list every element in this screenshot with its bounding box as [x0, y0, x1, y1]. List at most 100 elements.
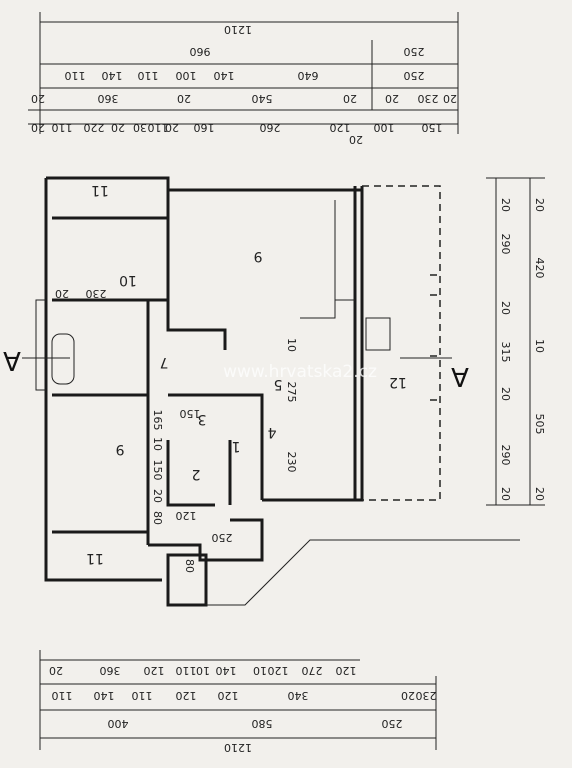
section-mark-left: A: [3, 345, 21, 375]
dim-bottom-r1-a: 20: [49, 664, 63, 677]
interior-dimensions: 230 20 10 275 230 150 165 10 150 20 80 1…: [55, 287, 298, 573]
dim-int-n: 80: [183, 559, 196, 573]
dim-top-r4-h: 20: [443, 92, 457, 105]
dim-top-r4-b: 360: [98, 92, 119, 105]
dim-top-r3-e: 140: [214, 69, 235, 82]
dim-bottom-r2-d: 120: [176, 689, 197, 702]
dim-top-r5-b: 110: [52, 121, 73, 134]
dim-bottom-r2-g: 20: [401, 689, 415, 702]
room-12: 12: [389, 374, 407, 390]
dim-right-c1-d: 315: [499, 342, 512, 363]
dim-bottom-r1-f: 140: [216, 664, 237, 677]
room-labels: 11 10 9 12 9 11 1 2 3 4 5 7: [86, 182, 407, 566]
dim-top-r5-d: 20: [111, 121, 125, 134]
dim-top-total: 1210: [224, 23, 252, 36]
dim-top-r3-f: 640: [298, 69, 319, 82]
dim-right-c1-b: 290: [499, 234, 512, 255]
walls: [35, 176, 520, 607]
dim-bottom-r2-e: 120: [218, 689, 239, 702]
dim-bottom-r1-g: 10: [253, 664, 267, 677]
dim-bottom-r1-b: 360: [100, 664, 121, 677]
room-9-left: 9: [116, 441, 125, 457]
dim-int-m: 250: [212, 531, 233, 544]
room-2: 2: [192, 466, 201, 482]
room-10: 10: [119, 272, 137, 288]
dim-top-r4-a: 20: [31, 92, 45, 105]
dim-top-r3-a: 110: [65, 69, 86, 82]
dim-bottom-r2-b: 140: [94, 689, 115, 702]
dim-top-r2-a: 960: [190, 45, 211, 58]
dim-top-r5-l: 100: [374, 121, 395, 134]
section-mark-right: A: [451, 361, 469, 391]
dim-top-r5-c: 220: [84, 121, 105, 134]
dim-int-i: 150: [151, 460, 164, 481]
room-11-top: 11: [91, 182, 109, 198]
dim-int-f: 150: [180, 407, 201, 420]
right-dimensions: 20 290 20 315 20 290 20 20 420 10 505 20: [486, 177, 546, 506]
dim-top-r3-d: 100: [176, 69, 197, 82]
dim-top-r4-e: 20: [343, 92, 357, 105]
dim-int-j: 20: [151, 489, 164, 503]
dim-int-c: 10: [285, 338, 298, 352]
dim-top-r3-b: 140: [102, 69, 123, 82]
dim-right-c1-f: 290: [499, 445, 512, 466]
room-5: 5: [274, 376, 283, 392]
dim-bottom-r2-c: 110: [132, 689, 153, 702]
section-marks: A A: [3, 345, 469, 391]
top-dimensions: 1210 960 250 110 140 110 100 140 640 250…: [28, 12, 459, 146]
dim-top-r3-g: 250: [404, 69, 425, 82]
dim-bottom-total: 1210: [224, 741, 252, 754]
room-11-bottom: 11: [86, 550, 104, 566]
room-1: 1: [232, 438, 241, 454]
dim-bottom-r2-a: 110: [52, 689, 73, 702]
dim-top-r4-d: 540: [252, 92, 273, 105]
dim-int-d: 275: [285, 382, 298, 403]
dim-int-g: 165: [151, 410, 164, 431]
dim-top-r5-g: 20: [165, 121, 179, 134]
dim-right-c2-c: 10: [533, 339, 546, 353]
dim-top-r4-g: 230: [418, 92, 439, 105]
dim-top-r3-c: 110: [138, 69, 159, 82]
dim-top-r5-j: 120: [330, 121, 351, 134]
dim-right-c1-g: 20: [499, 487, 512, 501]
watermark: www.hrvatska2.cz: [223, 362, 377, 382]
dim-bottom-r1-c: 120: [144, 664, 165, 677]
dim-int-l: 120: [176, 509, 197, 522]
dim-bottom-r1-h: 120: [268, 664, 289, 677]
dim-top-r4-f: 20: [385, 92, 399, 105]
dim-bottom-r3-a: 400: [108, 717, 129, 730]
dim-right-c2-b: 420: [533, 258, 546, 279]
dim-int-e: 230: [285, 452, 298, 473]
dim-right-c2-a: 20: [533, 198, 546, 212]
dim-right-c1-e: 20: [499, 387, 512, 401]
dim-top-r4-c: 20: [177, 92, 191, 105]
dim-int-h: 10: [151, 437, 164, 451]
dim-top-r5-e: 30: [133, 121, 147, 134]
room-7: 7: [160, 354, 169, 370]
dim-bottom-r3-b: 580: [252, 717, 273, 730]
dim-int-k: 80: [151, 511, 164, 525]
dim-bottom-r2-h: 230: [416, 689, 437, 702]
dim-right-c2-d: 505: [533, 414, 546, 435]
room-9-main: 9: [254, 248, 263, 264]
terrace-outline: [362, 185, 442, 501]
dim-top-r2-b: 250: [404, 45, 425, 58]
room-3: 3: [198, 411, 207, 427]
dim-right-c1-c: 20: [499, 301, 512, 315]
dim-top-r5-h: 160: [194, 121, 215, 134]
dim-bottom-r1-j: 120: [336, 664, 357, 677]
dim-int-a: 230: [86, 287, 107, 300]
dim-top-r5-f: 110: [148, 121, 169, 134]
dim-top-r5-m: 150: [422, 121, 443, 134]
dim-int-b: 20: [55, 287, 69, 300]
room-4: 4: [267, 424, 276, 440]
dim-top-r5-k: 20: [349, 133, 363, 146]
dim-bottom-r3-c: 250: [382, 717, 403, 730]
dim-right-c1-a: 20: [499, 198, 512, 212]
dim-right-c2-e: 20: [533, 487, 546, 501]
dim-top-r5-a: 20: [31, 121, 45, 134]
bottom-dimensions: 20 360 120 110 10 140 10 120 270 120 110…: [39, 650, 437, 754]
dim-bottom-r1-d: 110: [176, 664, 197, 677]
dim-bottom-r2-f: 340: [288, 689, 309, 702]
